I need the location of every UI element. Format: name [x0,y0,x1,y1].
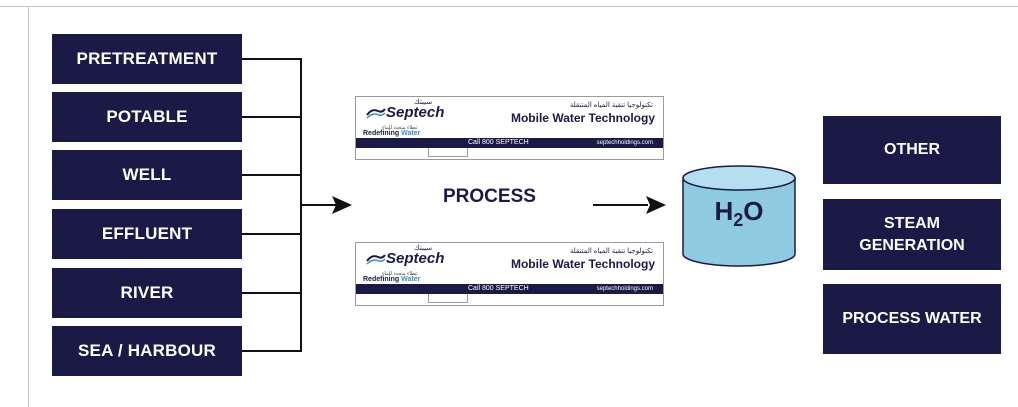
unit-info-band: Call 800 SEPTECH septechholdings.com [356,138,663,148]
tank-label-base: H [714,196,734,226]
source-label: WELL [122,165,172,184]
source-label: SEA / HARBOUR [78,341,216,360]
output-label-line1: PROCESS WATER [842,310,982,327]
unit-title: Mobile Water Technology [510,257,655,271]
unit-tagline-prefix: Redefining [363,276,402,283]
unit-arabic-brand: سيبتك [414,245,433,252]
output-other: OTHER [823,116,1001,184]
source-label: PRETREATMENT [76,49,218,68]
unit-tagline-accent: Water [401,130,421,137]
output-process-water: PROCESS WATER [823,284,1001,354]
unit-call-number: Call 800 SEPTECH [468,139,529,146]
source-potable: POTABLE [52,92,242,142]
unit-arabic-tag: عطاء متجدد للماء [382,271,418,277]
source-label: EFFLUENT [101,224,193,243]
unit-tagline: Redefining Water [363,130,420,137]
septech-logo-icon [366,108,386,119]
unit-title: Mobile Water Technology [510,111,655,125]
process-label: PROCESS [443,186,536,207]
unit-arabic-title: تكنولوجيا تنقية المياه المتنقلة [569,102,653,109]
arrow-to-tank-head [646,196,666,214]
water-tank-icon [682,165,796,267]
source-pretreatment: PRETREATMENT [52,34,242,84]
unit-website: septechholdings.com [596,140,653,146]
unit-tagline-prefix: Redefining [363,130,402,137]
frame-top-border [0,6,1018,7]
unit-door [428,294,468,303]
source-label: POTABLE [106,107,188,126]
output-steam-generation: STEAM GENERATION [823,199,1001,270]
output-label-line1: OTHER [884,141,940,158]
unit-arabic-brand: سيبتك [414,99,433,106]
unit-tagline-accent: Water [401,276,421,283]
source-river: RIVER [52,268,242,318]
tank-label-subscript: 2 [733,210,744,230]
output-label-line1: STEAM [884,214,940,232]
source-well: WELL [52,150,242,200]
unit-call-number: Call 800 SEPTECH [468,285,529,292]
septech-logo-icon [366,254,386,265]
unit-arabic-tag: عطاء متجدد للماء [382,125,418,131]
mobile-unit-top: Septech سيبتك عطاء متجدد للماء Redefinin… [355,96,664,160]
tank-label-suffix: O [743,196,764,226]
unit-brand: Septech [386,104,445,121]
mobile-unit-bottom: Septech سيبتك عطاء متجدد للماء Redefinin… [355,242,664,306]
output-label-line2: GENERATION [859,236,965,254]
unit-arabic-title: تكنولوجيا تنقية المياه المتنقلة [569,248,653,255]
source-label: RIVER [120,283,174,302]
unit-door [428,148,468,157]
tank-label: H2O [683,196,795,231]
frame-left-border [28,6,29,407]
source-effluent: EFFLUENT [52,209,242,259]
unit-info-band: Call 800 SEPTECH septechholdings.com [356,284,663,294]
unit-tagline: Redefining Water [363,276,420,283]
arrow-to-process-head [332,196,352,214]
unit-brand: Septech [386,250,445,267]
unit-website: septechholdings.com [596,286,653,292]
source-sea-harbour: SEA / HARBOUR [52,326,242,376]
